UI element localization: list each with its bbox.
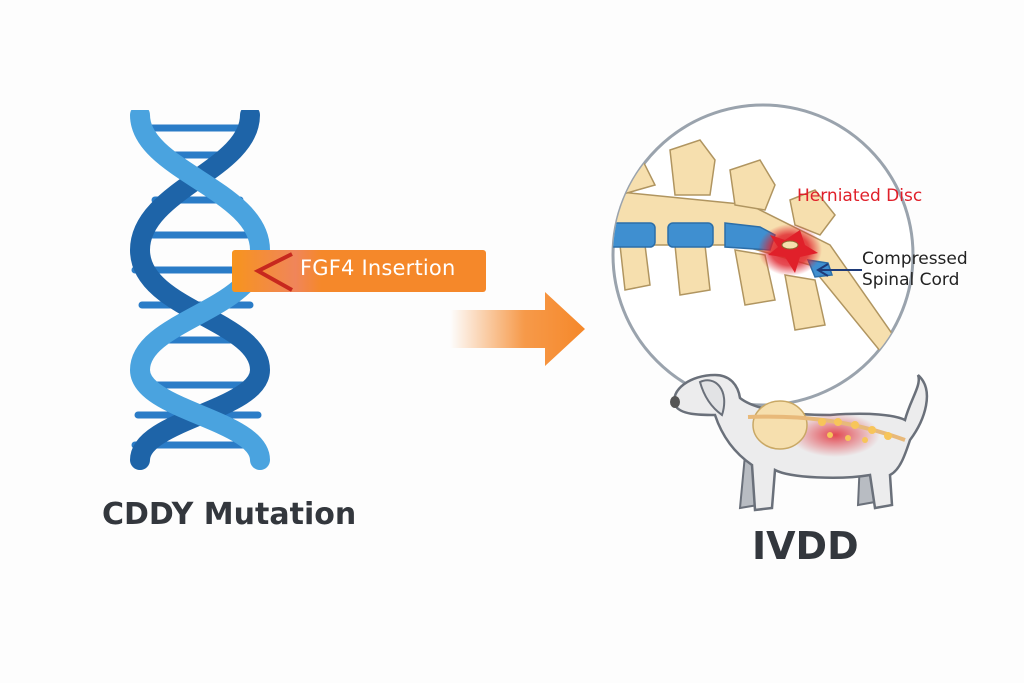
compressed-label-line2: Spinal Cord <box>862 270 960 290</box>
chevron-left-icon <box>253 252 293 292</box>
herniated-disc-label: Herniated Disc <box>797 186 923 206</box>
insertion-label: FGF4 Insertion <box>300 256 456 280</box>
spine-vertebrae-icon <box>613 139 902 359</box>
insertion-tag <box>232 250 486 292</box>
ivdd-caption: IVDD <box>752 524 859 568</box>
spine-zoom-panel <box>611 103 915 407</box>
dna-helix-icon <box>129 110 271 470</box>
compressed-label-line1: Compressed <box>862 249 968 269</box>
compressed-cord-label: Compressed Spinal Cord <box>862 249 968 291</box>
dog-icon <box>670 373 929 512</box>
right-arrow-icon <box>450 292 585 366</box>
mutation-caption: CDDY Mutation <box>102 497 357 532</box>
